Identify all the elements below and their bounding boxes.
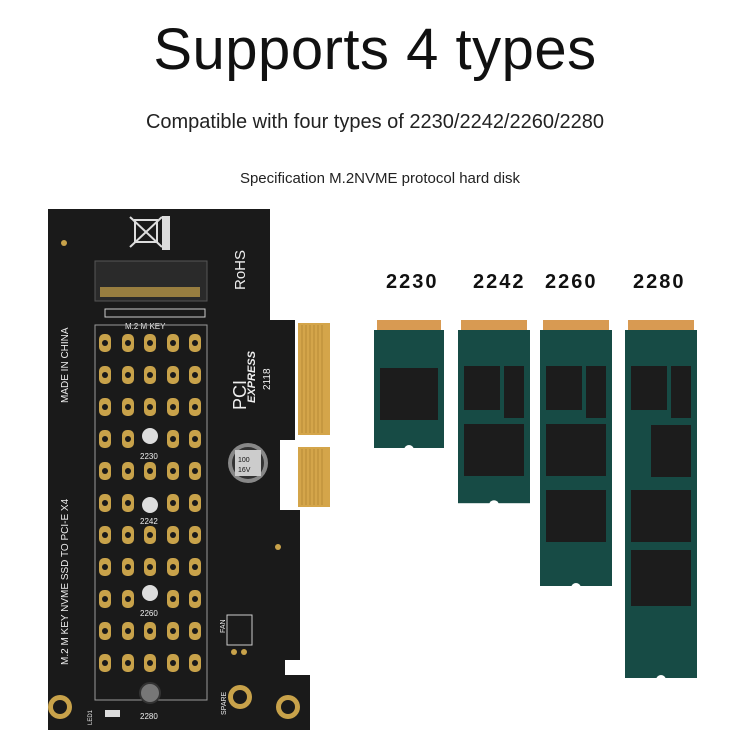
mark-2260: 2260 (140, 609, 158, 618)
ssd-card-2260 (540, 320, 612, 593)
size-label-2280: 2280 (633, 271, 686, 293)
size-label-2260: 2260 (545, 271, 598, 293)
ssd-card-2280 (625, 320, 697, 685)
led-indicator (105, 710, 120, 717)
mount-hole-2260 (142, 585, 158, 601)
mark-2242: 2242 (140, 517, 158, 526)
specification-text: Specification M.2NVME protocol hard disk (239, 170, 521, 187)
mount-hole-2242 (142, 497, 158, 513)
mark-2280: 2280 (140, 712, 158, 721)
pcie-connector (298, 323, 330, 507)
made-in-label: MADE IN CHINA (60, 327, 71, 403)
product-name: M.2 M KEY NVME SSD TO PCI-E X4 (60, 498, 71, 665)
mount-screw-2280 (139, 682, 161, 704)
size-label-2242: 2242 (473, 271, 526, 293)
size-label-2230: 2230 (386, 271, 439, 293)
adapter-board: M.2 M KEY 2230 2242 2260 2280 100 16V FA… (48, 209, 330, 730)
express-logo: EXPRESS (246, 350, 258, 403)
spare-label: SPARE (221, 691, 228, 715)
ssd-card-2230 (374, 320, 444, 455)
m2-slot (94, 260, 208, 318)
mark-2230: 2230 (140, 452, 158, 461)
svg-text:16V: 16V (238, 467, 251, 474)
ssd-illustrations (374, 320, 697, 685)
mount-hole-2230 (142, 428, 158, 444)
rohs-mark: RoHS (232, 250, 249, 290)
weee-bin-icon (129, 216, 170, 250)
compatibility-subtitle: Compatible with four types of 2230/2242/… (145, 111, 605, 133)
led-label: LED1 (88, 709, 94, 725)
svg-text:100: 100 (238, 457, 250, 464)
fan-label: FAN (220, 619, 227, 633)
pad-grid (99, 334, 201, 672)
date-code: 2118 (262, 368, 273, 390)
ssd-card-2242 (458, 320, 530, 511)
fan-header (226, 614, 253, 655)
pci-logo: PCI (230, 380, 250, 410)
mkey-label: M.2 M KEY (125, 322, 166, 331)
page-title: Supports 4 types (153, 17, 597, 82)
capacitor: 100 16V (228, 443, 268, 483)
